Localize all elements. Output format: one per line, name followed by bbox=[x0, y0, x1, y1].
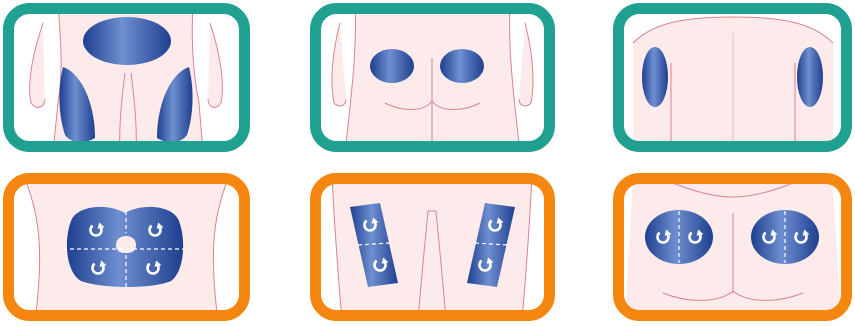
injection-site-panel-abdomen-thighs bbox=[3, 3, 250, 152]
injection-site-panel-upper-arms bbox=[613, 3, 852, 152]
thigh-rotation-illustration bbox=[310, 173, 555, 321]
navel-cutout bbox=[116, 236, 136, 253]
upper-back-illustration bbox=[613, 3, 852, 152]
abdomen-rotation-illustration bbox=[3, 173, 250, 321]
left-upper-arm-injection-site bbox=[642, 47, 668, 107]
rotation-panel-buttocks bbox=[613, 173, 852, 321]
buttock-rotation-illustration bbox=[613, 173, 852, 321]
injection-site-panel-buttocks bbox=[310, 3, 555, 152]
abdomen-injection-site bbox=[83, 17, 171, 65]
front-body-illustration bbox=[3, 3, 250, 152]
rotation-panel-thighs bbox=[310, 173, 555, 321]
rotation-panel-abdomen bbox=[3, 173, 250, 321]
right-buttock-injection-site bbox=[440, 49, 484, 83]
left-buttock-injection-site bbox=[370, 49, 414, 83]
right-upper-arm-injection-site bbox=[797, 47, 823, 107]
back-body-illustration bbox=[310, 3, 555, 152]
